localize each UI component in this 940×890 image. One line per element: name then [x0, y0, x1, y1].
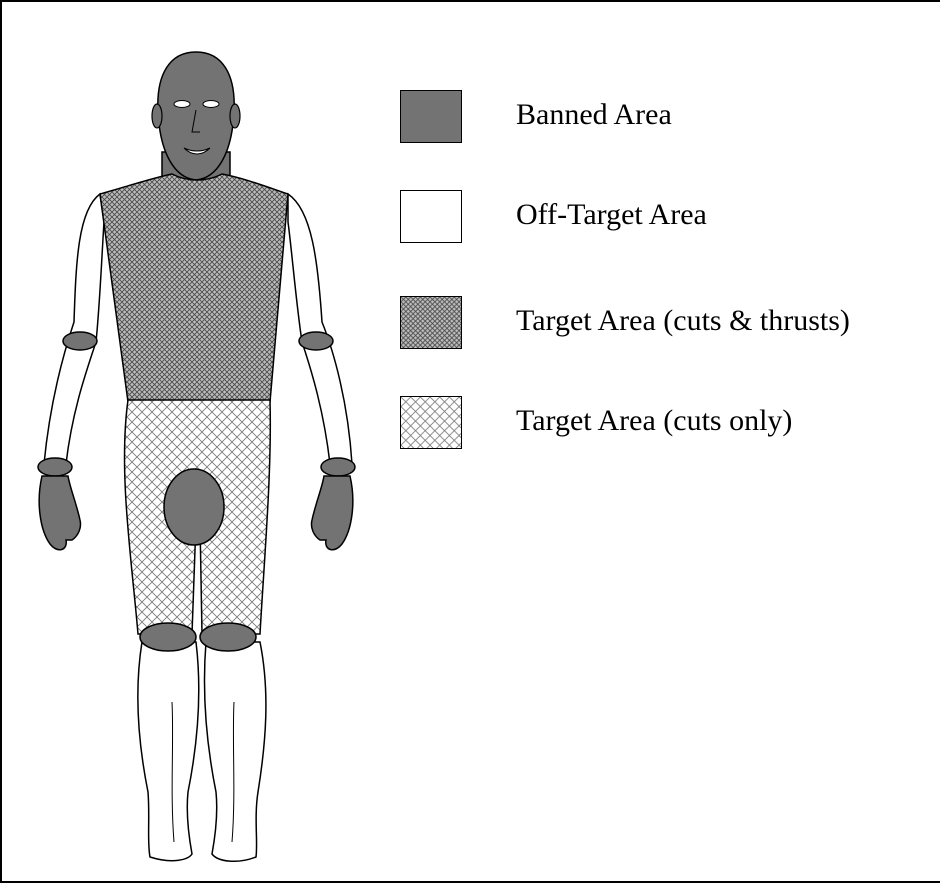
right-eye	[203, 101, 219, 108]
right-wrist	[321, 458, 355, 476]
right-ear	[230, 104, 240, 128]
legend-label-off-target: Off-Target Area	[516, 198, 707, 232]
left-elbow	[63, 332, 97, 350]
right-knee	[200, 623, 256, 651]
left-wrist	[38, 458, 72, 476]
legend-item-target-cuts-thrusts: Target Area (cuts & thrusts)	[400, 296, 940, 352]
left-eye	[174, 101, 190, 108]
right-elbow	[299, 332, 333, 350]
legend-label-target-cuts-only: Target Area (cuts only)	[516, 404, 792, 438]
body-figure	[2, 2, 422, 885]
legend-item-off-target: Off-Target Area	[400, 190, 940, 246]
groin	[164, 469, 224, 545]
legend-item-target-cuts-only: Target Area (cuts only)	[400, 396, 940, 452]
banned-swatch	[400, 90, 462, 143]
target-cuts-only-swatch	[400, 396, 462, 449]
right-hand	[311, 476, 352, 550]
target-cuts-thrusts-swatch	[400, 296, 462, 349]
left-hand	[39, 476, 80, 550]
legend-item-banned: Banned Area	[400, 90, 940, 146]
left-arm	[44, 194, 104, 464]
off-target-swatch	[400, 190, 462, 243]
head	[158, 52, 234, 180]
right-arm	[288, 194, 352, 464]
legend-label-target-cuts-thrusts: Target Area (cuts & thrusts)	[516, 304, 850, 338]
left-ear	[152, 104, 162, 128]
right-lower-leg	[204, 642, 265, 861]
left-knee	[140, 623, 196, 651]
left-lower-leg	[138, 642, 199, 861]
torso	[100, 174, 288, 402]
legend-label-banned: Banned Area	[516, 98, 672, 132]
